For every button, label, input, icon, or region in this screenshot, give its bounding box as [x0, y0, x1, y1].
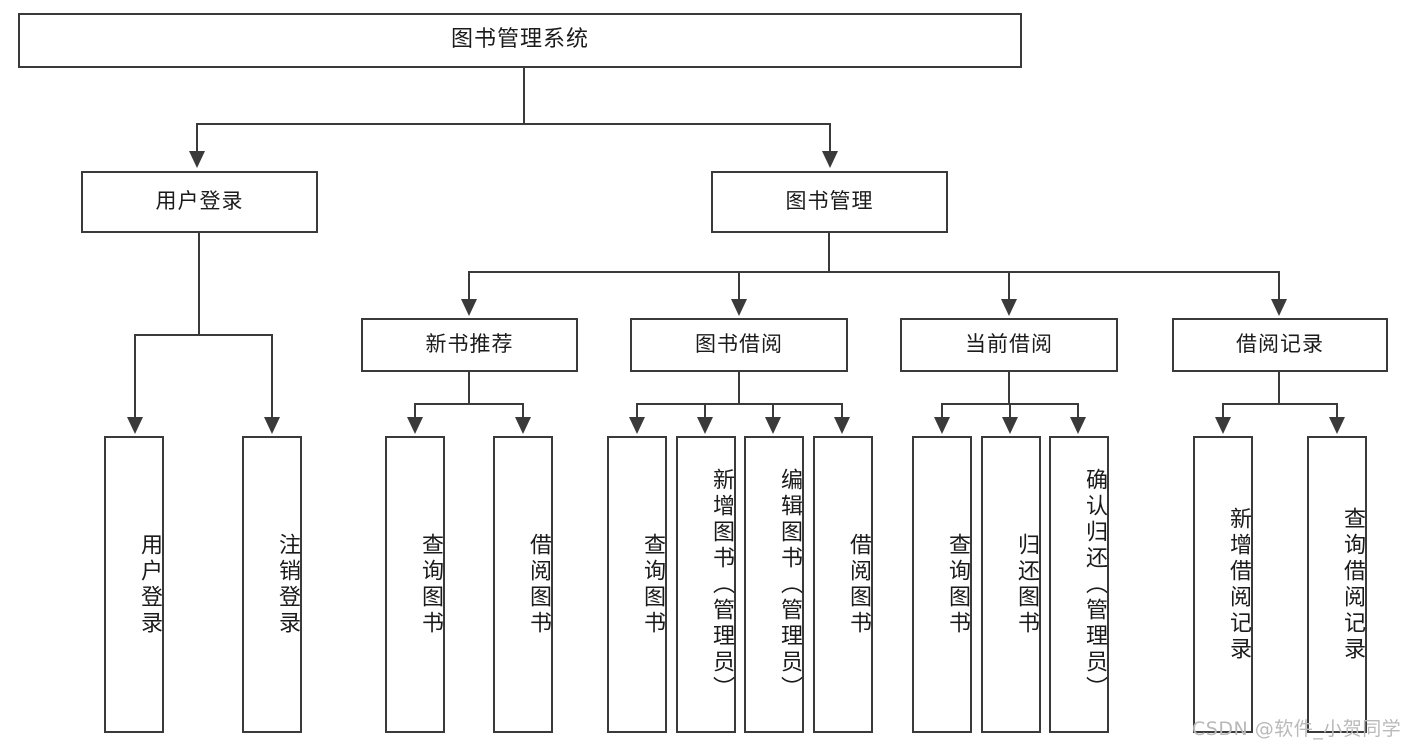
connector-cb-child-3: [1077, 403, 1079, 418]
connector-new-book-recommend-stem: [468, 372, 470, 404]
connector-borrow-record-bar: [1222, 403, 1337, 405]
node-label: 新书推荐: [425, 332, 514, 357]
connector-bb-child-2: [704, 403, 706, 418]
arrowhead-leaf-confirm-return: [1070, 417, 1086, 434]
connector-user-login-bar: [134, 334, 273, 336]
arrowhead-leaf-logout-login: [264, 417, 280, 434]
node-label: 借阅图书: [846, 532, 871, 637]
connector-to-book-borrow: [738, 271, 740, 300]
connector-new-book-recommend-bar: [414, 403, 524, 405]
connector-book-manage-stem: [828, 233, 830, 272]
leaf-add-book-admin[interactable]: 新增图书（管理员）: [676, 436, 736, 733]
arrowhead-to-book-manage: [822, 151, 838, 168]
arrowhead-leaf-add-record: [1215, 417, 1231, 434]
leaf-query-book-new-recommend[interactable]: 查询图书: [385, 436, 445, 733]
connector-book-borrow-bar: [636, 403, 843, 405]
connector-br-child-1: [1222, 403, 1224, 418]
connector-book-borrow-stem: [738, 372, 740, 404]
connector-level3-bar: [468, 271, 1280, 273]
connector-user-login-child-1: [134, 334, 136, 418]
connector-nbr-child-1: [414, 403, 416, 418]
connector-to-new-book-recommend: [468, 271, 470, 300]
connector-bb-child-1: [636, 403, 638, 418]
node-root-system[interactable]: 图书管理系统: [18, 13, 1022, 68]
connector-bb-child-3: [772, 403, 774, 418]
leaf-logout-login[interactable]: 注销登录: [242, 436, 302, 733]
node-book-manage[interactable]: 图书管理: [711, 171, 948, 233]
node-current-borrow[interactable]: 当前借阅: [900, 318, 1118, 372]
node-label: 查询借阅记录: [1340, 506, 1365, 663]
arrowhead-leaf-query-book-3: [934, 417, 950, 434]
connector-current-borrow-stem: [1008, 372, 1010, 404]
node-label: 编辑图书（管理员）: [777, 467, 802, 702]
node-label: 注销登录: [275, 532, 300, 637]
connector-cb-child-1: [941, 403, 943, 418]
node-label: 图书管理系统: [450, 27, 589, 53]
connector-root-stem: [523, 68, 525, 123]
node-user-login[interactable]: 用户登录: [81, 171, 318, 233]
connector-to-borrow-record: [1278, 271, 1280, 300]
arrowhead-to-borrow-record: [1271, 299, 1287, 316]
connector-to-current-borrow: [1008, 271, 1010, 300]
leaf-borrow-book-borrow[interactable]: 借阅图书: [813, 436, 873, 733]
node-label: 用户登录: [155, 189, 244, 214]
leaf-borrow-book-new-recommend[interactable]: 借阅图书: [493, 436, 553, 733]
node-label: 查询图书: [945, 532, 970, 637]
arrowhead-leaf-query-book-2: [629, 417, 645, 434]
arrowhead-leaf-edit-book: [765, 417, 781, 434]
leaf-query-book-borrow[interactable]: 查询图书: [607, 436, 667, 733]
leaf-return-book[interactable]: 归还图书: [981, 436, 1041, 733]
node-label: 归还图书: [1014, 532, 1039, 637]
leaf-query-borrow-record[interactable]: 查询借阅记录: [1307, 436, 1367, 733]
node-label: 查询图书: [640, 532, 665, 637]
connector-to-book-manage: [829, 123, 831, 152]
connector-cb-child-2: [1009, 403, 1011, 418]
arrowhead-leaf-borrow-book-1: [515, 417, 531, 434]
leaf-edit-book-admin[interactable]: 编辑图书（管理员）: [744, 436, 804, 733]
arrowhead-leaf-borrow-book-2: [834, 417, 850, 434]
node-label: 新增借阅记录: [1226, 506, 1251, 663]
node-book-borrow[interactable]: 图书借阅: [630, 318, 848, 372]
arrowhead-leaf-user-login: [127, 417, 143, 434]
leaf-add-borrow-record[interactable]: 新增借阅记录: [1193, 436, 1253, 733]
connector-level2-bar: [196, 123, 831, 125]
arrowhead-to-book-borrow: [731, 299, 747, 316]
node-label: 用户登录: [137, 532, 162, 637]
node-label: 查询图书: [418, 532, 443, 637]
node-label: 确认归还（管理员）: [1082, 467, 1107, 702]
arrowhead-to-current-borrow: [1001, 299, 1017, 316]
arrowhead-leaf-query-record: [1329, 417, 1345, 434]
csdn-watermark: CSDN @软件_小贺同学: [1192, 718, 1402, 740]
connector-br-child-2: [1336, 403, 1338, 418]
arrowhead-leaf-return-book: [1002, 417, 1018, 434]
node-borrow-record[interactable]: 借阅记录: [1172, 318, 1388, 372]
node-label: 图书管理: [785, 189, 874, 214]
arrowhead-leaf-add-book: [697, 417, 713, 434]
node-label: 当前借阅: [965, 332, 1053, 357]
connector-borrow-record-stem: [1278, 372, 1280, 404]
node-label: 借阅记录: [1236, 332, 1324, 357]
connector-nbr-child-2: [522, 403, 524, 418]
connector-bb-child-4: [841, 403, 843, 418]
connector-user-login-child-2: [271, 334, 273, 418]
node-label: 新增图书（管理员）: [709, 467, 734, 702]
connector-to-user-login: [196, 123, 198, 152]
node-new-book-recommend[interactable]: 新书推荐: [361, 318, 578, 372]
connector-user-login-stem: [198, 233, 200, 335]
leaf-query-book-current[interactable]: 查询图书: [912, 436, 972, 733]
arrowhead-to-new-book-recommend: [461, 299, 477, 316]
arrowhead-to-user-login: [189, 151, 205, 168]
leaf-user-login[interactable]: 用户登录: [104, 436, 164, 733]
arrowhead-leaf-query-book-1: [407, 417, 423, 434]
node-label: 借阅图书: [526, 532, 551, 637]
leaf-confirm-return-admin[interactable]: 确认归还（管理员）: [1049, 436, 1109, 733]
node-label: 图书借阅: [695, 332, 783, 357]
